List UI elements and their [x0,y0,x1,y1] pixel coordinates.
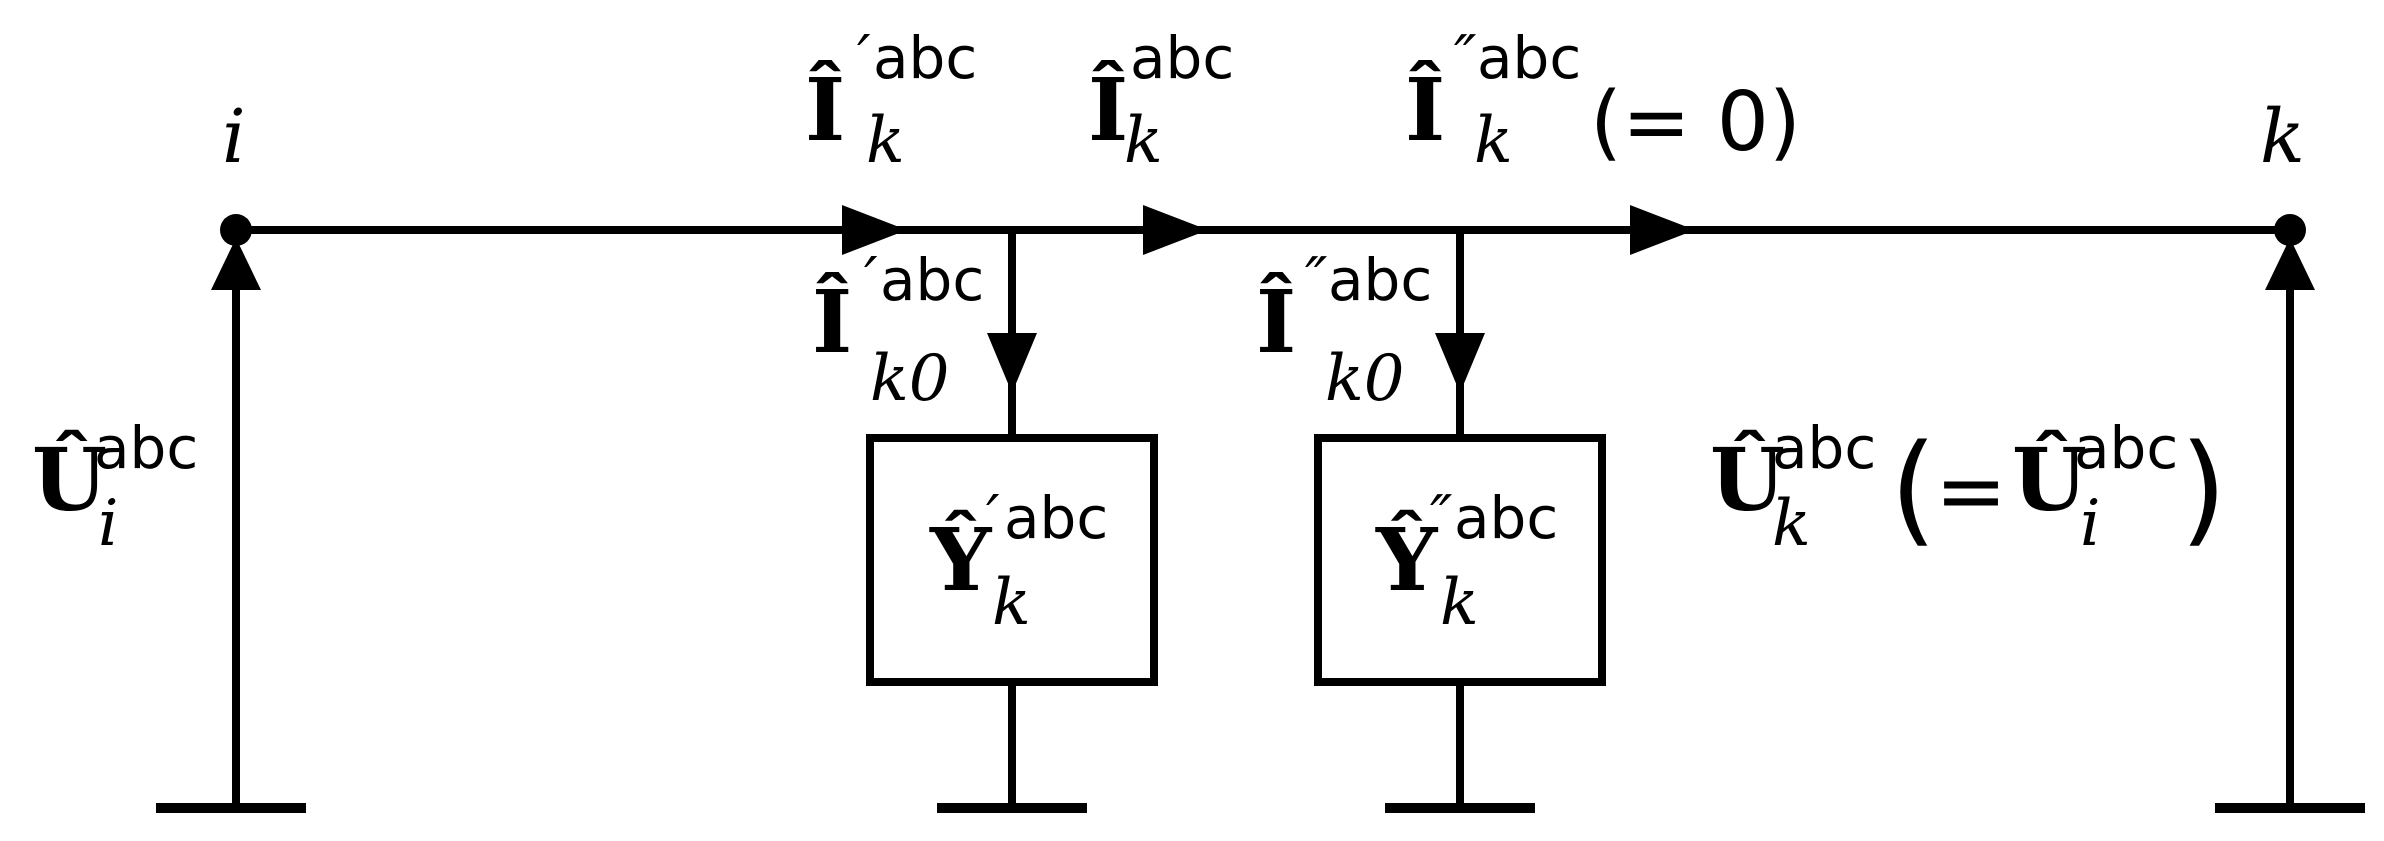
label-admittance-k-dprime: Ŷ ″ abc k [1375,483,1558,640]
label-voltage-i: Û abc i [32,414,198,561]
subscript: i [98,487,118,561]
admittance-box-2 [1314,434,1606,686]
subscript: k [1124,104,1163,178]
label-voltage-k: Û abc k ( = Û abc i ) [1710,414,2227,561]
superscript: abc [873,24,977,92]
label-current-k-dprime: Î ″ abc k (= 0) [1405,23,1801,178]
subscript: k [1474,104,1513,178]
prime-mark: ″ [1430,483,1453,553]
symbol: Ŷ [929,509,993,611]
symbol: Î [812,272,852,373]
current-arrow-icon-3 [1630,205,1695,255]
superscript: abc [1328,246,1432,314]
symbol: Î [1405,60,1445,161]
admittance-box-1 [866,434,1158,686]
superscript: abc [880,246,984,314]
close-paren: ) [2180,420,2227,559]
shunt-arrow-icon-1 [987,333,1037,393]
symbol: Î [1088,60,1128,161]
label-current-k: Î abc k [1088,24,1234,178]
superscript: abc [94,414,198,482]
symbol: Û [32,430,107,531]
subscript: k [866,104,905,178]
subscript: k0 [870,342,950,416]
shunt-arrow-icon-2 [1435,333,1485,393]
rhs-subscript: i [2080,487,2100,561]
rhs-symbol: Û [2012,430,2087,531]
symbol: Ŷ [1375,509,1439,611]
superscript: abc [1772,414,1876,482]
symbol: Û [1710,430,1785,531]
node-i-dot [220,214,252,246]
node-label-k: k [2260,94,2305,180]
prime-mark: ′ [864,245,878,315]
superscript: abc [1004,484,1108,552]
equals-sign: = [1935,441,2007,541]
symbol: Î [1256,272,1296,373]
rhs-superscript: abc [2074,414,2178,482]
zero-note: (= 0) [1590,75,1801,170]
subscript: k0 [1325,342,1405,416]
label-current-k-prime: Î ′ abc k [805,23,977,178]
voltage-arrow-icon-i [211,238,261,290]
prime-mark: ″ [1454,23,1477,93]
current-arrow-icon-1 [842,205,907,255]
prime-mark: ′ [986,483,1000,553]
superscript: abc [1130,24,1234,92]
label-current-k0-prime: Î ′ abc k0 [812,245,984,416]
superscript: abc [1477,24,1581,92]
subscript: k [1772,487,1811,561]
prime-mark: ″ [1305,245,1328,315]
prime-mark: ′ [857,23,871,93]
label-admittance-k-prime: Ŷ ′ abc k [929,483,1108,640]
node-k-dot [2274,214,2306,246]
subscript: k [1440,566,1479,640]
label-current-k0-dprime: Î ″ abc k0 [1256,245,1432,416]
current-arrow-icon-2 [1143,205,1208,255]
node-label-i: i [222,94,246,180]
open-paren: ( [1890,420,1937,559]
voltage-arrow-icon-k [2265,238,2315,290]
symbol: Î [805,60,845,161]
superscript: abc [1454,484,1558,552]
subscript: k [992,566,1031,640]
